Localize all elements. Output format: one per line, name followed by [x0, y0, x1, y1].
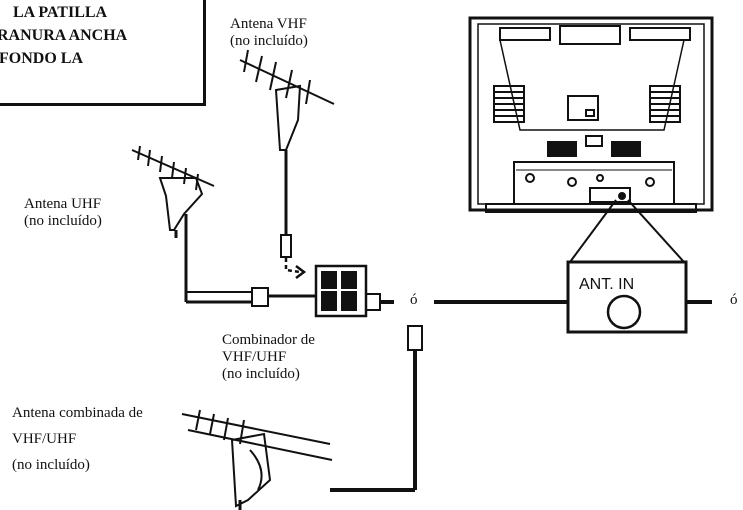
vhf-uhf-combiner — [268, 264, 381, 318]
vhf-antenna — [239, 49, 335, 279]
or-label-left: ó — [410, 292, 418, 308]
combo-antenna-note: (no incluído) — [12, 457, 90, 473]
or-label-right: ó — [730, 292, 738, 308]
uhf-antenna — [131, 145, 269, 307]
combiner-title: Combinador de — [222, 332, 315, 348]
ant-in-label: ANT. IN — [579, 276, 635, 293]
vent-right — [649, 85, 681, 123]
combiner-note: (no incluído) — [222, 366, 300, 382]
vhf-antenna-title: Antena VHF — [230, 16, 307, 32]
ant-in-zoom — [566, 199, 688, 334]
tv-rear-panel — [468, 16, 714, 213]
callout-line-3: FONDO LA — [0, 50, 83, 67]
combiner-type: VHF/UHF — [222, 349, 287, 365]
combiner-label: Combinador de VHF/UHF (no incluído) — [222, 332, 315, 383]
vent-left — [493, 85, 525, 123]
combo-antenna — [181, 409, 333, 510]
combo-cable — [330, 325, 423, 492]
vhf-antenna-note: (no incluído) — [230, 33, 308, 49]
uhf-antenna-title: Antena UHF — [24, 196, 102, 212]
callout-line-2: RANURA ANCHA — [0, 27, 128, 44]
uhf-antenna-label: Antena UHF (no incluído) — [24, 196, 102, 230]
combo-antenna-title: Antena combinada de — [12, 405, 143, 421]
vhf-antenna-label: Antena VHF (no incluído) — [230, 16, 308, 50]
ant-in-jack — [606, 294, 642, 330]
callout-line-1: LA PATILLA — [13, 4, 108, 21]
uhf-antenna-note: (no incluído) — [24, 213, 102, 229]
combo-antenna-label: Antena combinada de VHF/UHF (no incluído… — [12, 400, 143, 478]
instruction-callout: LA PATILLA RANURA ANCHA FONDO LA — [0, 0, 206, 106]
combo-antenna-type: VHF/UHF — [12, 431, 77, 447]
